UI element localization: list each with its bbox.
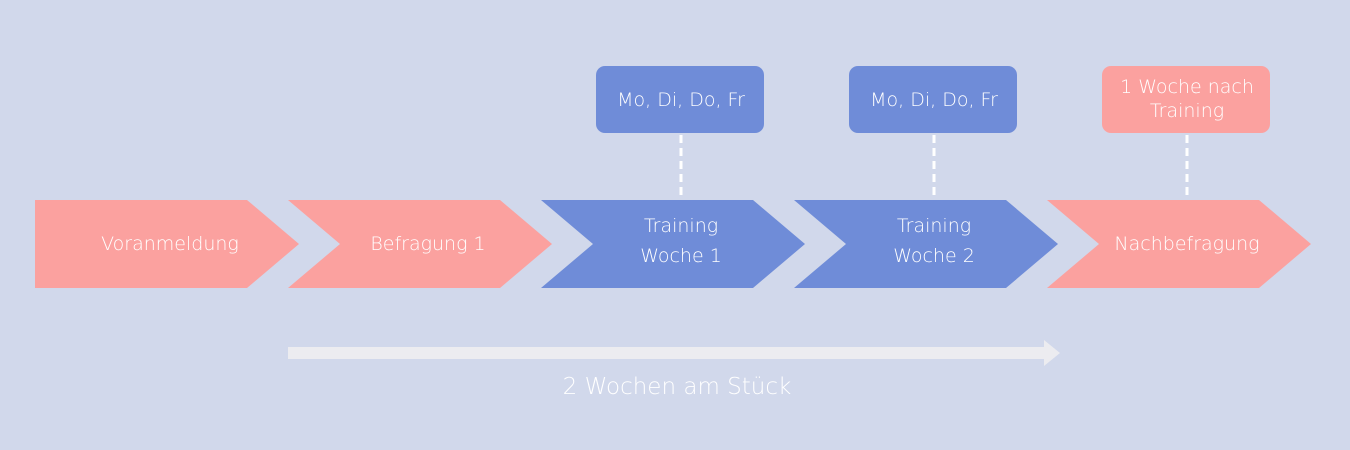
duration-arrow-shaft xyxy=(288,347,1046,359)
step-label-line2: Woche 2 xyxy=(893,245,975,267)
arrow-head-icon xyxy=(1044,340,1060,366)
duration-arrow: 2 Wochen am Stück xyxy=(288,340,1060,400)
chevron-shape xyxy=(794,200,1058,288)
pentagon-arrow-shape xyxy=(35,200,299,288)
step-label-line1: Training xyxy=(644,215,718,237)
callout-box xyxy=(1102,66,1270,133)
duration-label: 2 Wochen am Stück xyxy=(563,374,792,400)
chevron-shape xyxy=(541,200,805,288)
callout-label: Mo, Di, Do, Fr xyxy=(617,89,745,111)
step-label: Nachbefragung xyxy=(1114,233,1259,255)
callout-line2: Training xyxy=(1150,100,1224,122)
step-label: Voranmeldung xyxy=(101,233,239,255)
chevron-shape xyxy=(1047,200,1311,288)
step-5: Nachbefragung xyxy=(1047,200,1311,288)
callout-box xyxy=(849,66,1017,133)
step-label: Befragung 1 xyxy=(370,233,485,255)
callout-label: Mo, Di, Do, Fr xyxy=(870,89,998,111)
step-label-line2: Woche 1 xyxy=(640,245,722,267)
callout-box xyxy=(596,66,764,133)
step-2: Befragung 1 xyxy=(288,200,552,288)
step-1: Voranmeldung xyxy=(35,200,299,288)
chevron-shape xyxy=(288,200,552,288)
callout-1: Mo, Di, Do, Fr xyxy=(596,66,764,197)
callout-2: Mo, Di, Do, Fr xyxy=(849,66,1017,197)
step-label-line1: Training xyxy=(897,215,971,237)
callout-line1: 1 Woche nach xyxy=(1120,76,1254,98)
